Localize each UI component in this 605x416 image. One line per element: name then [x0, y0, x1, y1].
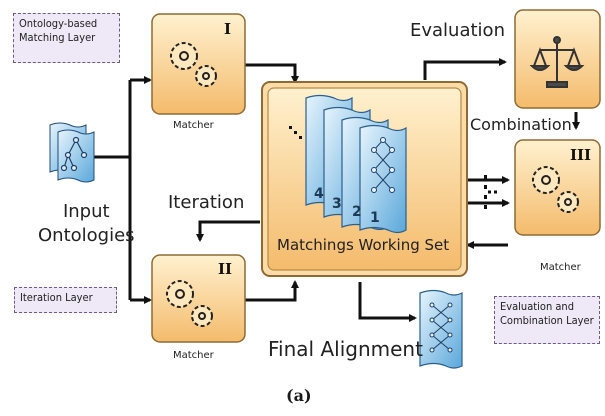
ontology-matching-layer-label: Ontology-based Matching Layer — [13, 13, 120, 63]
matcher-ii-numeral: II — [218, 260, 233, 278]
sheet-number: 2 — [352, 204, 362, 220]
iteration-label: Iteration — [168, 192, 245, 213]
gears-icon — [170, 42, 217, 87]
input-ontologies-icon — [49, 122, 95, 183]
dotted-separator — [484, 175, 487, 209]
balance-scale-icon — [529, 36, 585, 88]
evaluation-combination-layer-label: Evaluation and Combination Layer — [494, 296, 600, 344]
network-icon — [371, 137, 395, 193]
arrow-matcher-i-to-ws — [245, 63, 299, 84]
figure-caption: (a) — [286, 386, 312, 405]
working-set-label: Matchings Working Set — [277, 236, 450, 254]
arrow-matcher-ii-to-ws — [245, 280, 299, 302]
final-alignment-label: Final Alignment — [268, 337, 423, 361]
arrow-evaluation — [423, 58, 507, 80]
matcher-i-numeral: I — [224, 20, 232, 38]
matcher-iii-numeral: III — [570, 146, 592, 164]
arrow-iteration — [196, 220, 260, 242]
matcher-iii-box — [514, 139, 601, 236]
matcher-ii-label: Matcher — [173, 350, 214, 361]
sheet-number: 3 — [332, 196, 342, 212]
matcher-iii-label: Matcher — [540, 262, 581, 273]
arrow-final-alignment — [358, 282, 417, 322]
matching-sheets-stack — [305, 94, 407, 234]
more-sheets-dots — [289, 126, 302, 139]
matcher-ii-box — [151, 254, 246, 343]
input-ontologies-label: Input Ontologies — [38, 201, 135, 246]
matcher-i-label: Matcher — [173, 120, 214, 131]
gears-icon — [532, 166, 579, 213]
gears-icon — [166, 280, 213, 327]
matcher-i-box — [151, 13, 246, 115]
final-alignment-icon — [419, 289, 463, 369]
sheet-number: 1 — [370, 210, 380, 226]
evaluation-box — [514, 9, 601, 109]
iteration-layer-label: Iteration Layer — [14, 287, 117, 313]
sheet-number: 4 — [314, 186, 324, 202]
arrow-input-trunk — [94, 80, 132, 300]
matchings-working-set-box — [261, 81, 468, 277]
combination-label: Combination — [470, 115, 572, 134]
evaluation-label: Evaluation — [410, 20, 505, 41]
